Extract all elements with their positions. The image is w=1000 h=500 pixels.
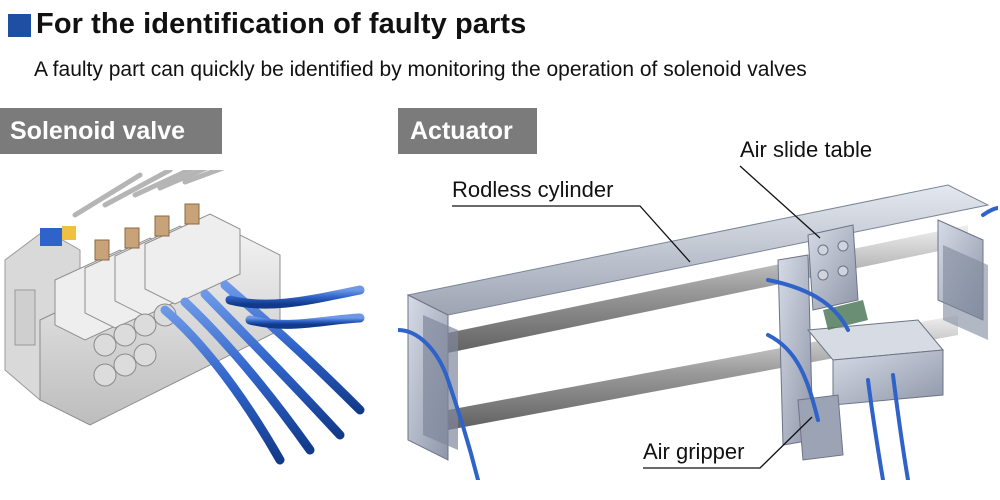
air-gripper-callout: Air gripper xyxy=(643,439,745,464)
heading-square-icon xyxy=(8,14,31,37)
rodless-cylinder-callout: Rodless cylinder xyxy=(452,177,614,202)
page-subtitle: A faulty part can quickly be identified … xyxy=(34,58,807,81)
solenoid-valve-illustration xyxy=(4,170,365,465)
air-slide-table-callout: Air slide table xyxy=(740,137,873,162)
actuator-label: Actuator xyxy=(398,108,537,154)
page-title: For the identification of faulty parts xyxy=(36,8,527,40)
actuator-illustration xyxy=(398,184,998,480)
solenoid-valve-label: Solenoid valve xyxy=(0,108,222,154)
